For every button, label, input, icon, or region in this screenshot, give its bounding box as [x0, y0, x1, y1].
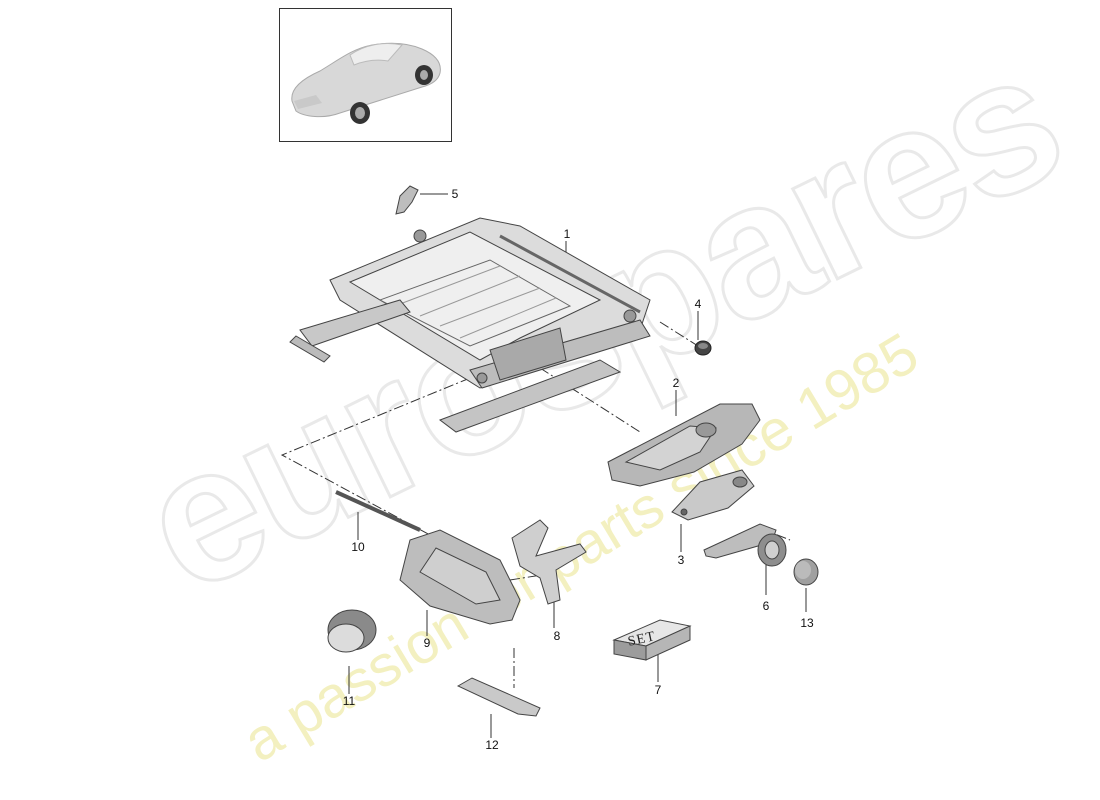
set-box-part — [612, 619, 692, 661]
callout-7: 7 — [654, 683, 662, 697]
callout-10: 10 — [351, 540, 365, 554]
callout-1: 1 — [563, 227, 571, 241]
plug-part — [694, 340, 712, 356]
callout-2: 2 — [672, 376, 680, 390]
callout-13: 13 — [800, 616, 814, 630]
lever-knob-part — [703, 523, 787, 567]
side-trim-part — [607, 403, 761, 487]
car-icon — [291, 42, 441, 124]
ring-part — [327, 609, 377, 653]
rod-part — [335, 490, 421, 532]
cap-part — [793, 558, 819, 586]
trim-cover-part — [399, 529, 521, 625]
callout-8: 8 — [553, 629, 561, 643]
callout-12: 12 — [485, 738, 499, 752]
seat-frame-part — [289, 217, 651, 433]
callout-4: 4 — [694, 297, 702, 311]
callout-3: 3 — [677, 553, 685, 567]
plate-part — [456, 677, 541, 717]
callout-11: 11 — [342, 694, 356, 708]
bracket-trim-part — [671, 469, 755, 521]
callout-leaders — [348, 193, 807, 738]
clip-part — [395, 185, 419, 215]
vehicle-thumbnail — [279, 8, 452, 142]
callout-5: 5 — [451, 187, 459, 201]
callout-6: 6 — [762, 599, 770, 613]
bracket-part — [511, 519, 587, 605]
callout-9: 9 — [423, 636, 431, 650]
